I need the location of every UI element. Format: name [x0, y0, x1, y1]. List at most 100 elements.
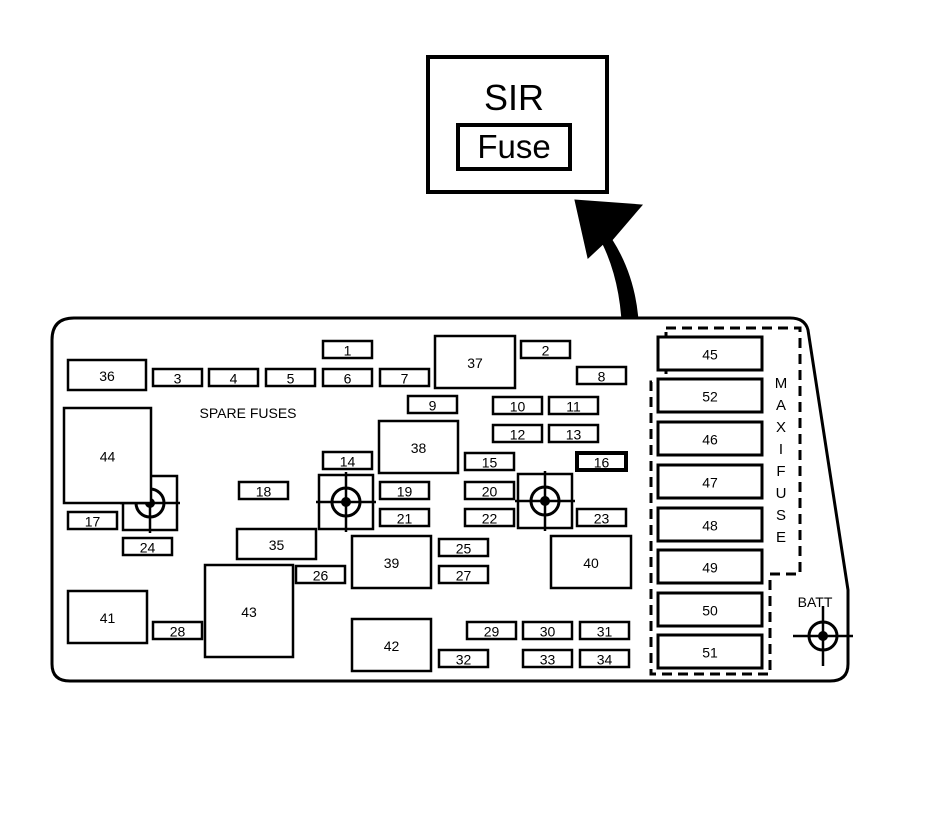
fuse-label-6: 6: [344, 371, 352, 387]
fuse-35: 35: [235, 527, 318, 561]
fuse-1: 1: [321, 339, 374, 360]
fuse-label-27: 27: [456, 568, 472, 584]
fuse-29: 29: [465, 620, 518, 641]
fuse-label-45: 45: [702, 347, 718, 363]
fuse-label-43: 43: [241, 604, 257, 620]
fuse-52: 52: [656, 377, 764, 414]
fuse-label-2: 2: [542, 343, 550, 359]
fuse-label-8: 8: [598, 369, 606, 385]
fuse-label-33: 33: [540, 652, 556, 668]
fuse-17: 17: [66, 510, 119, 531]
fuse-30: 30: [521, 620, 574, 641]
fuse-label-5: 5: [287, 371, 295, 387]
fuse-32: 32: [437, 648, 490, 669]
fuse-label-23: 23: [594, 511, 610, 527]
fuse-label-11: 11: [566, 399, 581, 415]
fuse-label-20: 20: [482, 484, 498, 500]
fuse-label-25: 25: [456, 541, 472, 557]
fuse-18: 18: [237, 480, 290, 501]
fuse-label-34: 34: [597, 652, 613, 668]
fuse-label-39: 39: [384, 555, 400, 571]
fuse-8: 8: [575, 365, 628, 386]
fuse-label-35: 35: [269, 537, 285, 553]
fuse-38: 38: [377, 419, 460, 475]
fuse-label-15: 15: [482, 455, 498, 471]
fuse-label-19: 19: [397, 484, 413, 500]
fuse-5: 5: [264, 367, 317, 388]
fuse-6: 6: [321, 367, 374, 388]
batt-label: BATT: [798, 594, 833, 610]
fuse-2: 2: [519, 339, 572, 360]
fuse-39: 39: [350, 534, 433, 590]
fuse-33: 33: [521, 648, 574, 669]
fuse-44: 44: [62, 406, 153, 505]
fuse-label-16: 16: [594, 455, 610, 471]
fuse-34: 34: [578, 648, 631, 669]
fuse-label-48: 48: [702, 518, 718, 534]
fuse-42: 42: [350, 617, 433, 673]
sir-callout: SIR Fuse: [426, 55, 609, 194]
fuse-label-44: 44: [100, 449, 116, 465]
spare-fuses-label: SPARE FUSES: [200, 405, 297, 421]
fuse-label-40: 40: [583, 555, 599, 571]
stud-center-icon: [316, 472, 376, 532]
fuse-46: 46: [656, 420, 764, 457]
fuse-label-51: 51: [702, 645, 718, 661]
fuse-label-12: 12: [510, 427, 526, 443]
fuse-13: 13: [547, 423, 600, 444]
fuse-label-3: 3: [174, 371, 182, 387]
fuse-label-30: 30: [540, 624, 556, 640]
sir-fuse-box: [456, 123, 572, 171]
fuse-10: 10: [491, 395, 544, 416]
fuse-47: 47: [656, 463, 764, 500]
fuse-26: 26: [294, 564, 347, 585]
fuse-label-18: 18: [256, 484, 272, 500]
fuse-25: 25: [437, 537, 490, 558]
fuse-3: 3: [151, 367, 204, 388]
fuse-49: 49: [656, 548, 764, 585]
fuse-label-46: 46: [702, 432, 718, 448]
fuse-4: 4: [207, 367, 260, 388]
fuse-43: 43: [203, 563, 295, 659]
fuse-label-37: 37: [467, 355, 483, 371]
fuse-20: 20: [463, 480, 516, 501]
fuse-11: 11: [547, 395, 600, 416]
fuse-label-24: 24: [140, 540, 156, 556]
fuse-9: 9: [406, 394, 459, 415]
fuse-label-49: 49: [702, 560, 718, 576]
fuse-7: 7: [378, 367, 431, 388]
fuse-28: 28: [151, 620, 204, 641]
sir-fuse-label: Fuse: [477, 128, 550, 165]
fuse-45: 45: [656, 335, 764, 372]
fuse-label-42: 42: [384, 638, 400, 654]
fuse-37: 37: [433, 334, 517, 390]
fuse-label-50: 50: [702, 603, 718, 619]
fuse-36: 36: [66, 358, 148, 392]
fuse-label-31: 31: [597, 624, 613, 640]
fuse-label-47: 47: [702, 475, 718, 491]
fuse-24: 24: [121, 536, 174, 557]
fuse-label-4: 4: [230, 371, 238, 387]
fuse-label-36: 36: [99, 368, 115, 384]
fuse-15: 15: [463, 451, 516, 472]
fuse-label-52: 52: [702, 389, 718, 405]
fuse-label-21: 21: [397, 511, 413, 527]
stud-right-icon: [515, 471, 575, 531]
fuse-label-14: 14: [340, 454, 356, 470]
fuse-label-29: 29: [484, 624, 500, 640]
fuse-51: 51: [656, 633, 764, 670]
fuse-label-38: 38: [411, 440, 427, 456]
fuse-label-26: 26: [313, 568, 329, 584]
fuse-label-32: 32: [456, 652, 472, 668]
fuse-label-28: 28: [170, 624, 186, 640]
fuse-21: 21: [378, 507, 431, 528]
stud-batt-icon: [793, 606, 853, 666]
fuse-23: 23: [575, 507, 628, 528]
fuse-31: 31: [578, 620, 631, 641]
fuse-label-41: 41: [100, 610, 116, 626]
sir-title: SIR: [484, 77, 544, 118]
fuse-label-10: 10: [510, 399, 526, 415]
fuse-label-1: 1: [344, 343, 352, 359]
